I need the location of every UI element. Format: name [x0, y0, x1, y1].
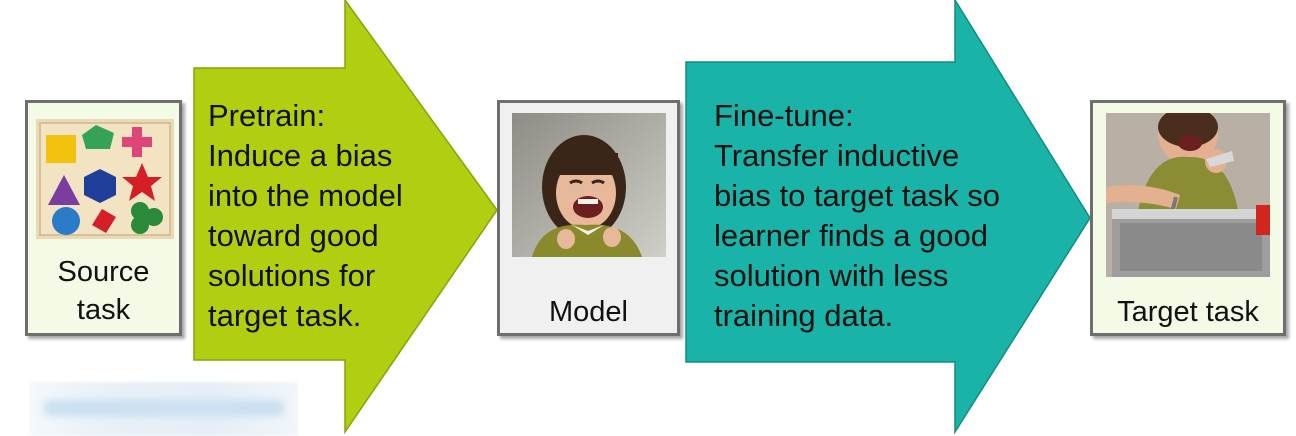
blurred-caption-image — [30, 382, 298, 436]
pretrain-line: target task. — [208, 298, 362, 333]
model-card: Model — [497, 100, 680, 336]
finetune-line: Transfer inductive — [714, 138, 960, 173]
finetune-line: solution with less — [714, 258, 949, 293]
finetune-line: bias to target task so — [714, 178, 1001, 213]
finetune-line: learner finds a good — [714, 218, 989, 253]
finetune-text: Fine-tune: Transfer inductive bias to ta… — [714, 96, 1000, 336]
pretrain-line: Pretrain: — [208, 98, 326, 133]
pretrain-line: Induce a bias — [208, 138, 393, 173]
pretrain-line: into the model — [208, 178, 403, 213]
card-caption-line: Target task — [1117, 296, 1259, 328]
source-task-card: Source task — [25, 100, 182, 336]
pretrain-line: solutions for — [208, 258, 376, 293]
card-caption-line: task — [76, 294, 131, 326]
shape-sorter-image — [36, 119, 174, 239]
pretrain-arrow — [193, 0, 498, 435]
target-task-caption: Target task — [1093, 293, 1283, 331]
laughing-child-image — [512, 113, 666, 257]
card-caption-line: Model — [549, 296, 628, 328]
card-caption-line: Source — [57, 256, 150, 288]
model-caption: Model — [500, 293, 677, 331]
finetune-line: training data. — [714, 298, 894, 333]
finetune-line: Fine-tune: — [714, 98, 854, 133]
source-task-caption: Source task — [28, 253, 179, 329]
finetune-arrow — [685, 0, 1091, 435]
pretrain-line: toward good — [208, 218, 379, 253]
child-cooking-image — [1106, 113, 1270, 277]
target-task-card: Target task — [1090, 100, 1286, 336]
pretrain-text: Pretrain: Induce a bias into the model t… — [208, 96, 403, 336]
